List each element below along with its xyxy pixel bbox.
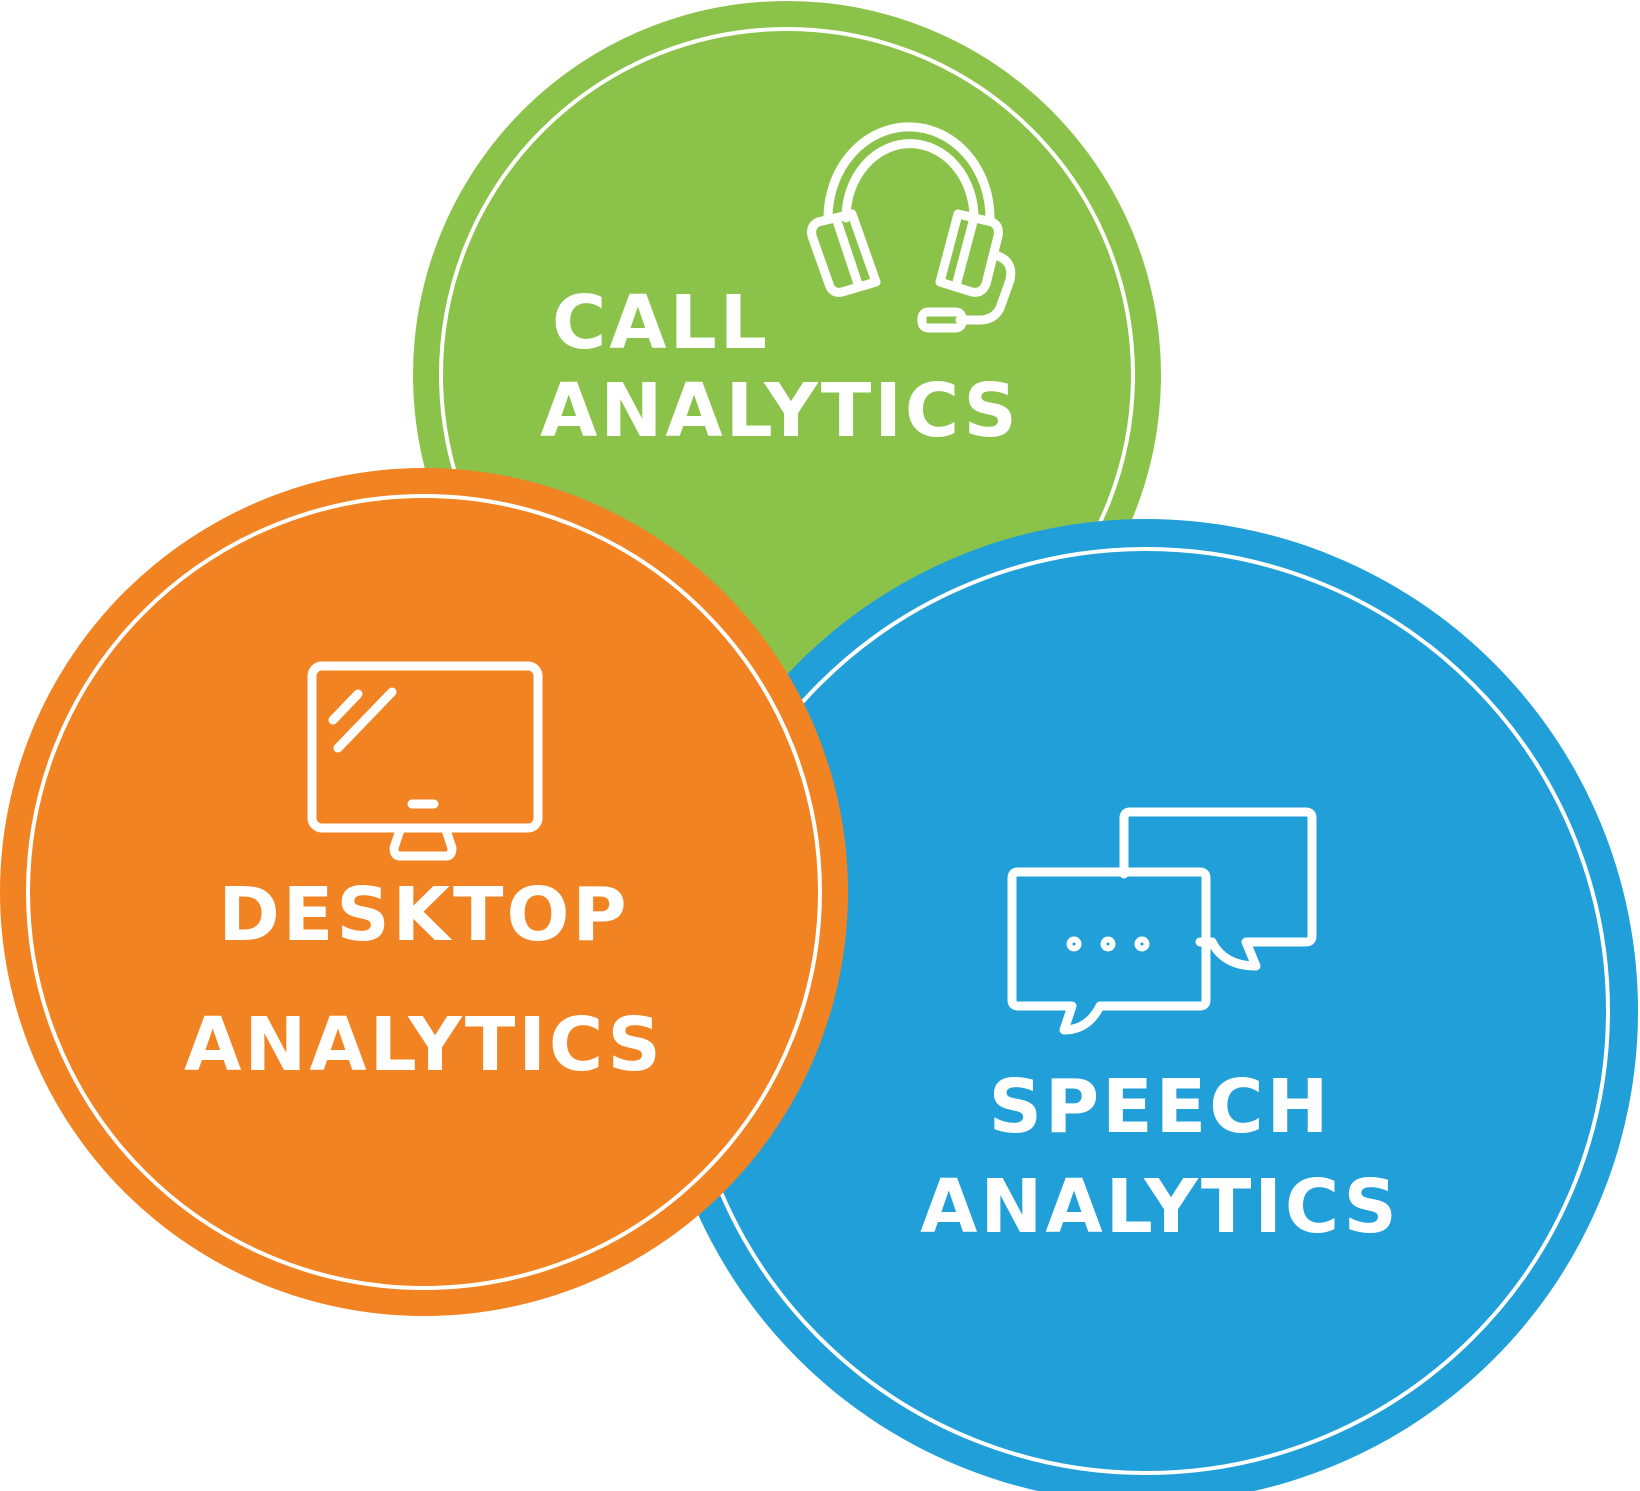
- monitor-glare-long: [333, 687, 397, 753]
- call-label-line1: CALL: [552, 280, 770, 366]
- monitor-icon: [307, 661, 543, 861]
- monitor-screen: [307, 661, 543, 833]
- headset-band-outer: [823, 122, 995, 223]
- chat-bubble-back: [1119, 807, 1317, 971]
- headset-mic-arm: [955, 251, 1016, 325]
- chat-dot-3: [1134, 936, 1150, 952]
- desktop-label-line2: ANALYTICS: [184, 1002, 664, 1088]
- monitor-stand: [389, 825, 457, 861]
- desktop-circle-fill: [0, 468, 848, 1316]
- desktop-circle-ring: [26, 494, 822, 1290]
- headset-left-cup-line: [831, 213, 863, 289]
- chat-bubbles-icon: [1007, 807, 1317, 1035]
- speech-label-line2: ANALYTICS: [920, 1164, 1400, 1250]
- desktop-label-line1: DESKTOP: [218, 872, 629, 958]
- speech-label-line1: SPEECH: [989, 1064, 1332, 1150]
- desktop-analytics-circle: [0, 468, 848, 1316]
- call-label-line2: ANALYTICS: [540, 368, 1020, 454]
- monitor-glare-short: [328, 689, 363, 725]
- headset-band-inner: [841, 139, 979, 223]
- headset-icon: [807, 122, 1016, 333]
- chat-bubble-front: [1007, 867, 1211, 1035]
- chat-dot-2: [1100, 936, 1116, 952]
- chat-dot-1: [1066, 936, 1082, 952]
- headset-right-cup: [935, 209, 1003, 297]
- headset-right-cup-line: [951, 213, 979, 291]
- headset-mic: [917, 307, 967, 333]
- headset-left-cup: [807, 209, 881, 297]
